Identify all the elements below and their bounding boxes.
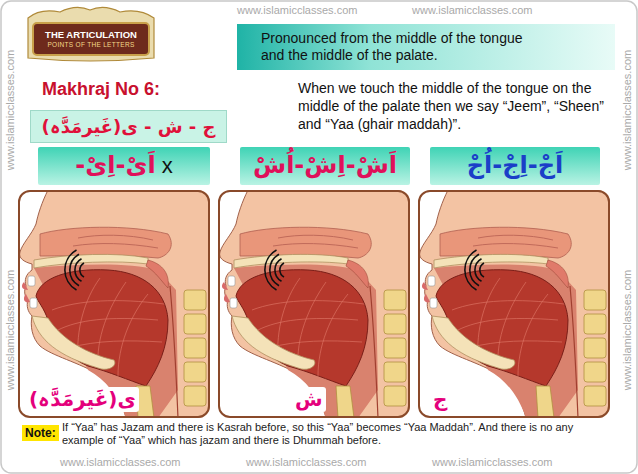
logo-badge: THE ARTICULATIONPOINTS OF THE LETTERS <box>32 22 150 56</box>
syllable-box: اَیْ-اِیْ-x <box>38 147 210 185</box>
header-box: Pronounced from the middle of the tongue… <box>237 24 615 70</box>
logo-subtitle: POINTS OF THE LETTERS <box>47 41 134 49</box>
syllable-text: اَشْ-اِشْ-اُشْ <box>253 150 397 181</box>
cross-mark: x <box>162 152 173 181</box>
syllable-box: اَجْ-اِجْ-اُجْ <box>430 147 600 185</box>
letter-label: ج <box>430 387 450 412</box>
head-diagram <box>420 190 610 418</box>
head-diagram <box>220 190 410 418</box>
watermark: www.islamicclasses.com <box>4 270 17 390</box>
watermark: www.islamicclasses.com <box>412 4 532 17</box>
watermark: www.islamicclasses.com <box>237 4 357 17</box>
letter-label: ی(غَیرمَدَّہ) <box>26 387 139 412</box>
makhraj-heading: Makhraj No 6: <box>42 79 160 100</box>
letters-text: ج - ش - ی(غَیرمَدَّہ) <box>41 115 215 138</box>
syllable-box: اَشْ-اِشْ-اُشْ <box>240 147 410 185</box>
logo-title: THE ARTICULATION <box>45 29 137 40</box>
watermark: www.islamicclasses.com <box>4 50 17 170</box>
description-text: When we touch the middle of the tongue o… <box>298 79 614 133</box>
watermark: www.islamicclasses.com <box>432 456 552 469</box>
note-text: If “Yaa” has Jazam and there is Kasrah b… <box>62 421 614 447</box>
watermark: www.islamicclasses.com <box>621 50 634 170</box>
letters-box: ج - ش - ی(غَیرمَدَّہ) <box>30 110 227 143</box>
diagram-panel: ی(غَیرمَدَّہ) <box>18 190 210 418</box>
logo-ornament <box>28 7 154 61</box>
watermark: www.islamicclasses.com <box>60 456 180 469</box>
syllable-text: اَجْ-اِجْ-اُجْ <box>467 150 564 181</box>
watermark: www.islamicclasses.com <box>621 270 634 390</box>
header-text: Pronounced from the middle of the tongue… <box>261 30 543 64</box>
head-diagram <box>20 190 210 418</box>
diagram-panel: ش <box>218 190 410 418</box>
syllable-text: اَیْ-اِیْ- <box>75 150 155 181</box>
watermark: www.islamicclasses.com <box>246 456 366 469</box>
diagram-panel: ج <box>418 190 610 418</box>
note-tag: Note: <box>22 425 59 441</box>
letter-label: ش <box>292 387 326 412</box>
